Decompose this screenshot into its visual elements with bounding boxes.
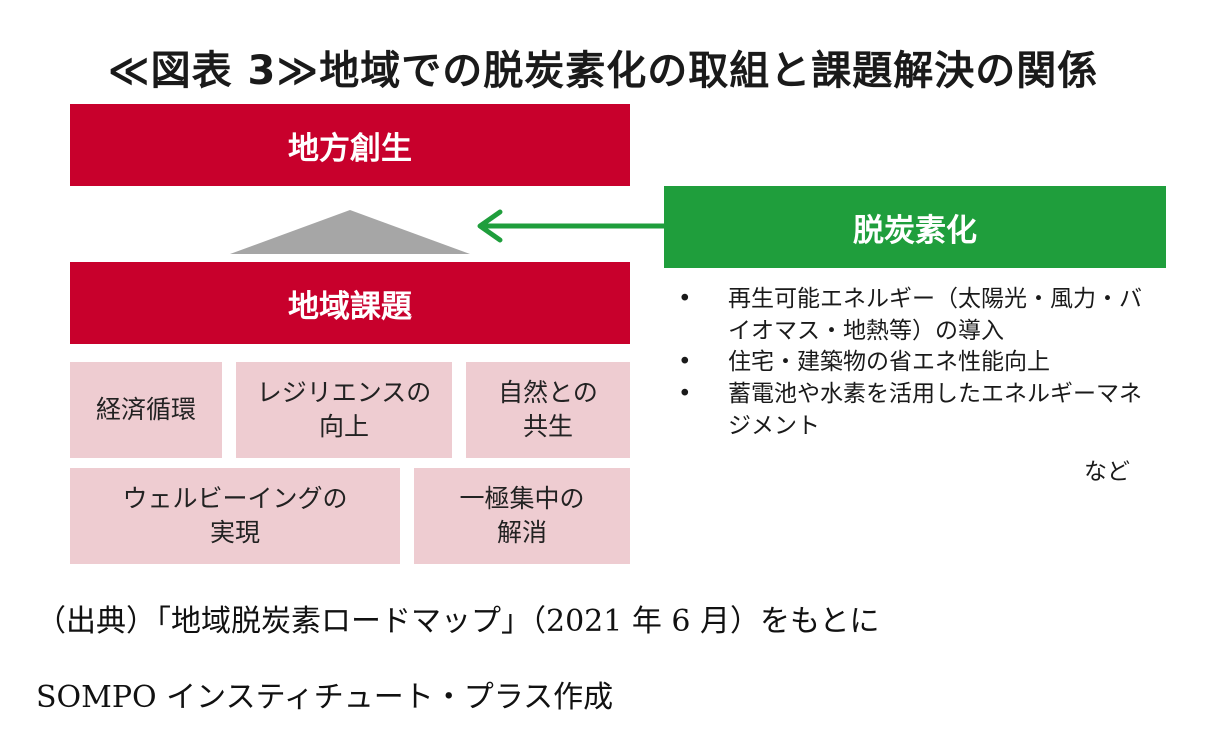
bullet-marker: • xyxy=(678,381,692,408)
source-line-2: SOMPO インスティチュート・プラス作成 xyxy=(36,680,614,715)
bullet-marker: • xyxy=(678,286,692,312)
measure-text: 再生可能エネルギー（太陽光・風力・バイオマス・地熱等）の導入 xyxy=(728,286,1142,344)
issue-resilience: レジリエンスの 向上 xyxy=(236,362,452,458)
issue-wellbeing: ウェルビーイングの 実現 xyxy=(70,468,400,564)
issue-nature-coexistence: 自然との 共生 xyxy=(466,362,630,458)
triangle-icon xyxy=(230,210,470,254)
bullet-marker: • xyxy=(678,349,692,376)
measure-text: 住宅・建築物の省エネ性能向上 xyxy=(728,349,1050,376)
decarbonization-box: 脱炭素化 xyxy=(664,186,1166,268)
left-arrow-icon xyxy=(477,209,664,243)
regional-issues-box: 地域課題 xyxy=(70,262,630,344)
measure-text: 蓄電池や水素を活用したエネルギーマネジメント xyxy=(728,381,1142,439)
issue-unipolar-concentration: 一極集中の 解消 xyxy=(414,468,630,564)
figure-title: ≪図表 3≫地域での脱炭素化の取組と課題解決の関係 xyxy=(107,48,1099,94)
issue-economic-circulation: 経済循環 xyxy=(70,362,222,458)
regional-revitalization-box: 地方創生 xyxy=(70,104,630,186)
list-item: • 住宅・建築物の省エネ性能向上 xyxy=(672,347,1162,379)
decarbonization-measures-list: • 再生可能エネルギー（太陽光・風力・バイオマス・地熱等）の導入 • 住宅・建築… xyxy=(672,284,1162,443)
etc-label: など xyxy=(1084,459,1130,485)
list-item: • 蓄電池や水素を活用したエネルギーマネジメント xyxy=(672,379,1162,442)
list-item: • 再生可能エネルギー（太陽光・風力・バイオマス・地熱等）の導入 xyxy=(672,284,1162,347)
source-line-1: （出典）「地域脱炭素ロードマップ」（2021 年 6 月）をもとに xyxy=(36,604,880,639)
